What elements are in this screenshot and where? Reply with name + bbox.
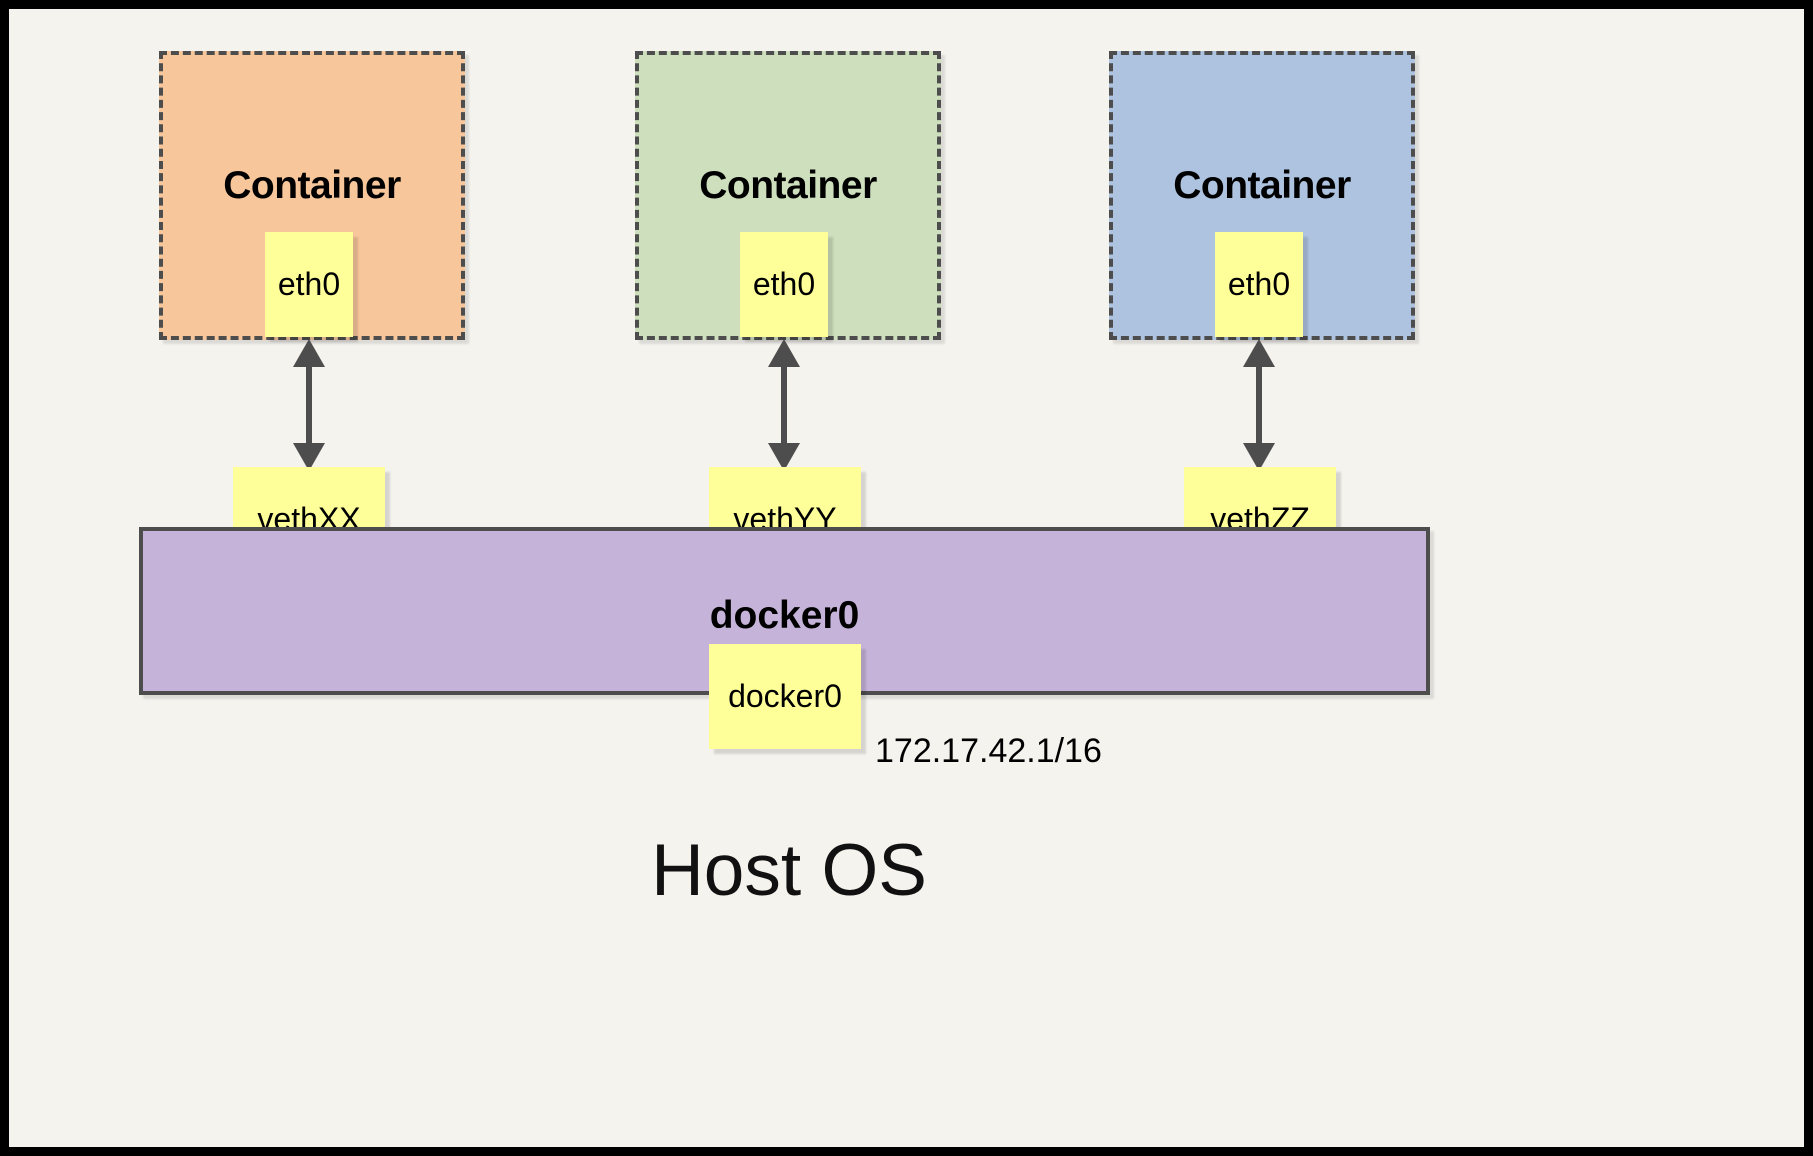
host-os-caption: Host OS [651, 830, 927, 911]
eth0-label-3: eth0 [1227, 266, 1291, 302]
docker0-bridge-label: docker0 [709, 594, 860, 637]
container-title-2: Container [699, 164, 877, 207]
eth0-box-2: eth0 [740, 232, 828, 337]
veth-link-arrow-1 [291, 339, 327, 471]
docker0-ip-address: 172.17.42.1/16 [875, 732, 1102, 770]
docker0-interface-label: docker0 [728, 678, 842, 714]
container-title-3: Container [1173, 164, 1351, 207]
diagram-canvas: Container eth0 vethXX Container eth0 [9, 9, 1804, 1147]
eth0-label-1: eth0 [277, 266, 341, 302]
eth0-box-3: eth0 [1215, 232, 1303, 337]
veth-link-arrow-3 [1241, 339, 1277, 471]
eth0-label-2: eth0 [752, 266, 816, 302]
veth-link-arrow-2 [766, 339, 802, 471]
container-title-1: Container [223, 164, 401, 207]
docker0-interface-box: docker0 [709, 644, 861, 749]
container-box-2 [635, 51, 941, 340]
eth0-box-1: eth0 [265, 232, 353, 337]
